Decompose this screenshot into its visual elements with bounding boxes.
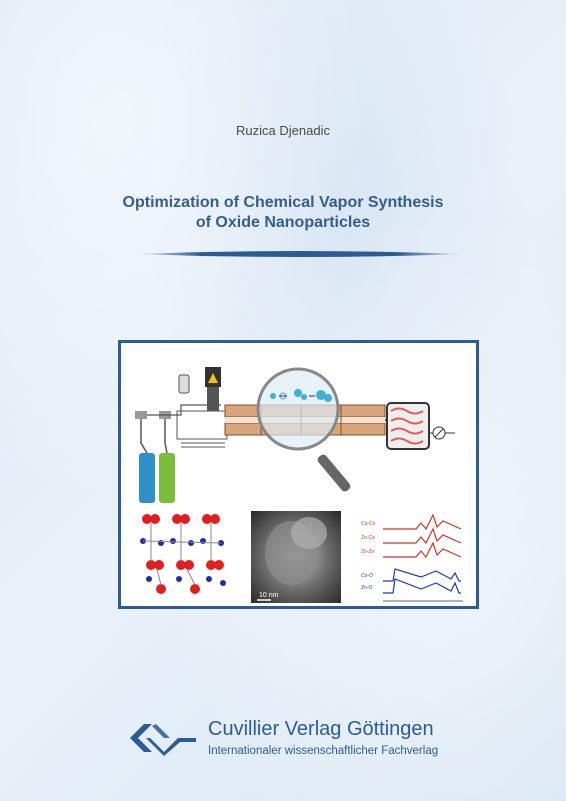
title-line-2: of Oxide Nanoparticles: [195, 214, 371, 231]
cover-figure: 10 nm Co-Co Zn-Co Zn-Zn Co-O Zn-O: [118, 340, 479, 609]
spectrum-label: Zn-Co: [361, 535, 375, 541]
publisher-block: Cuvillier Verlag Göttingen International…: [126, 716, 486, 766]
spectrum-label: Zn-O: [361, 585, 373, 591]
title-line-1: Optimization of Chemical Vapor Synthesis: [122, 194, 444, 211]
figure-illustration: [135, 367, 463, 603]
spectrum-label: Co-O: [361, 573, 373, 579]
publisher-tagline: Internationaler wissenschaftlicher Fachv…: [208, 745, 439, 757]
author-name: Ruzica Djenadic: [236, 123, 330, 138]
title-divider: [134, 251, 464, 257]
spectrum-label: Co-Co: [361, 521, 376, 527]
spectra-plot: [383, 513, 463, 602]
particle-collector: [386, 402, 430, 450]
magnifier-handle: [317, 454, 351, 492]
book-title: Optimization of Chemical Vapor Synthesis…: [0, 193, 566, 233]
crystal-structure: [140, 514, 226, 594]
scale-bar-label: 10 nm: [259, 592, 279, 599]
precursor-vessel: [178, 374, 190, 394]
gas-cylinder-green: [159, 453, 175, 503]
publisher-name: Cuvillier Verlag Göttingen: [208, 718, 434, 740]
spectrum-label: Zn-Zn: [361, 549, 375, 555]
publisher-logo-icon: [130, 724, 196, 756]
gas-cylinder-blue: [139, 453, 155, 503]
magnifier-lens: [256, 367, 340, 451]
